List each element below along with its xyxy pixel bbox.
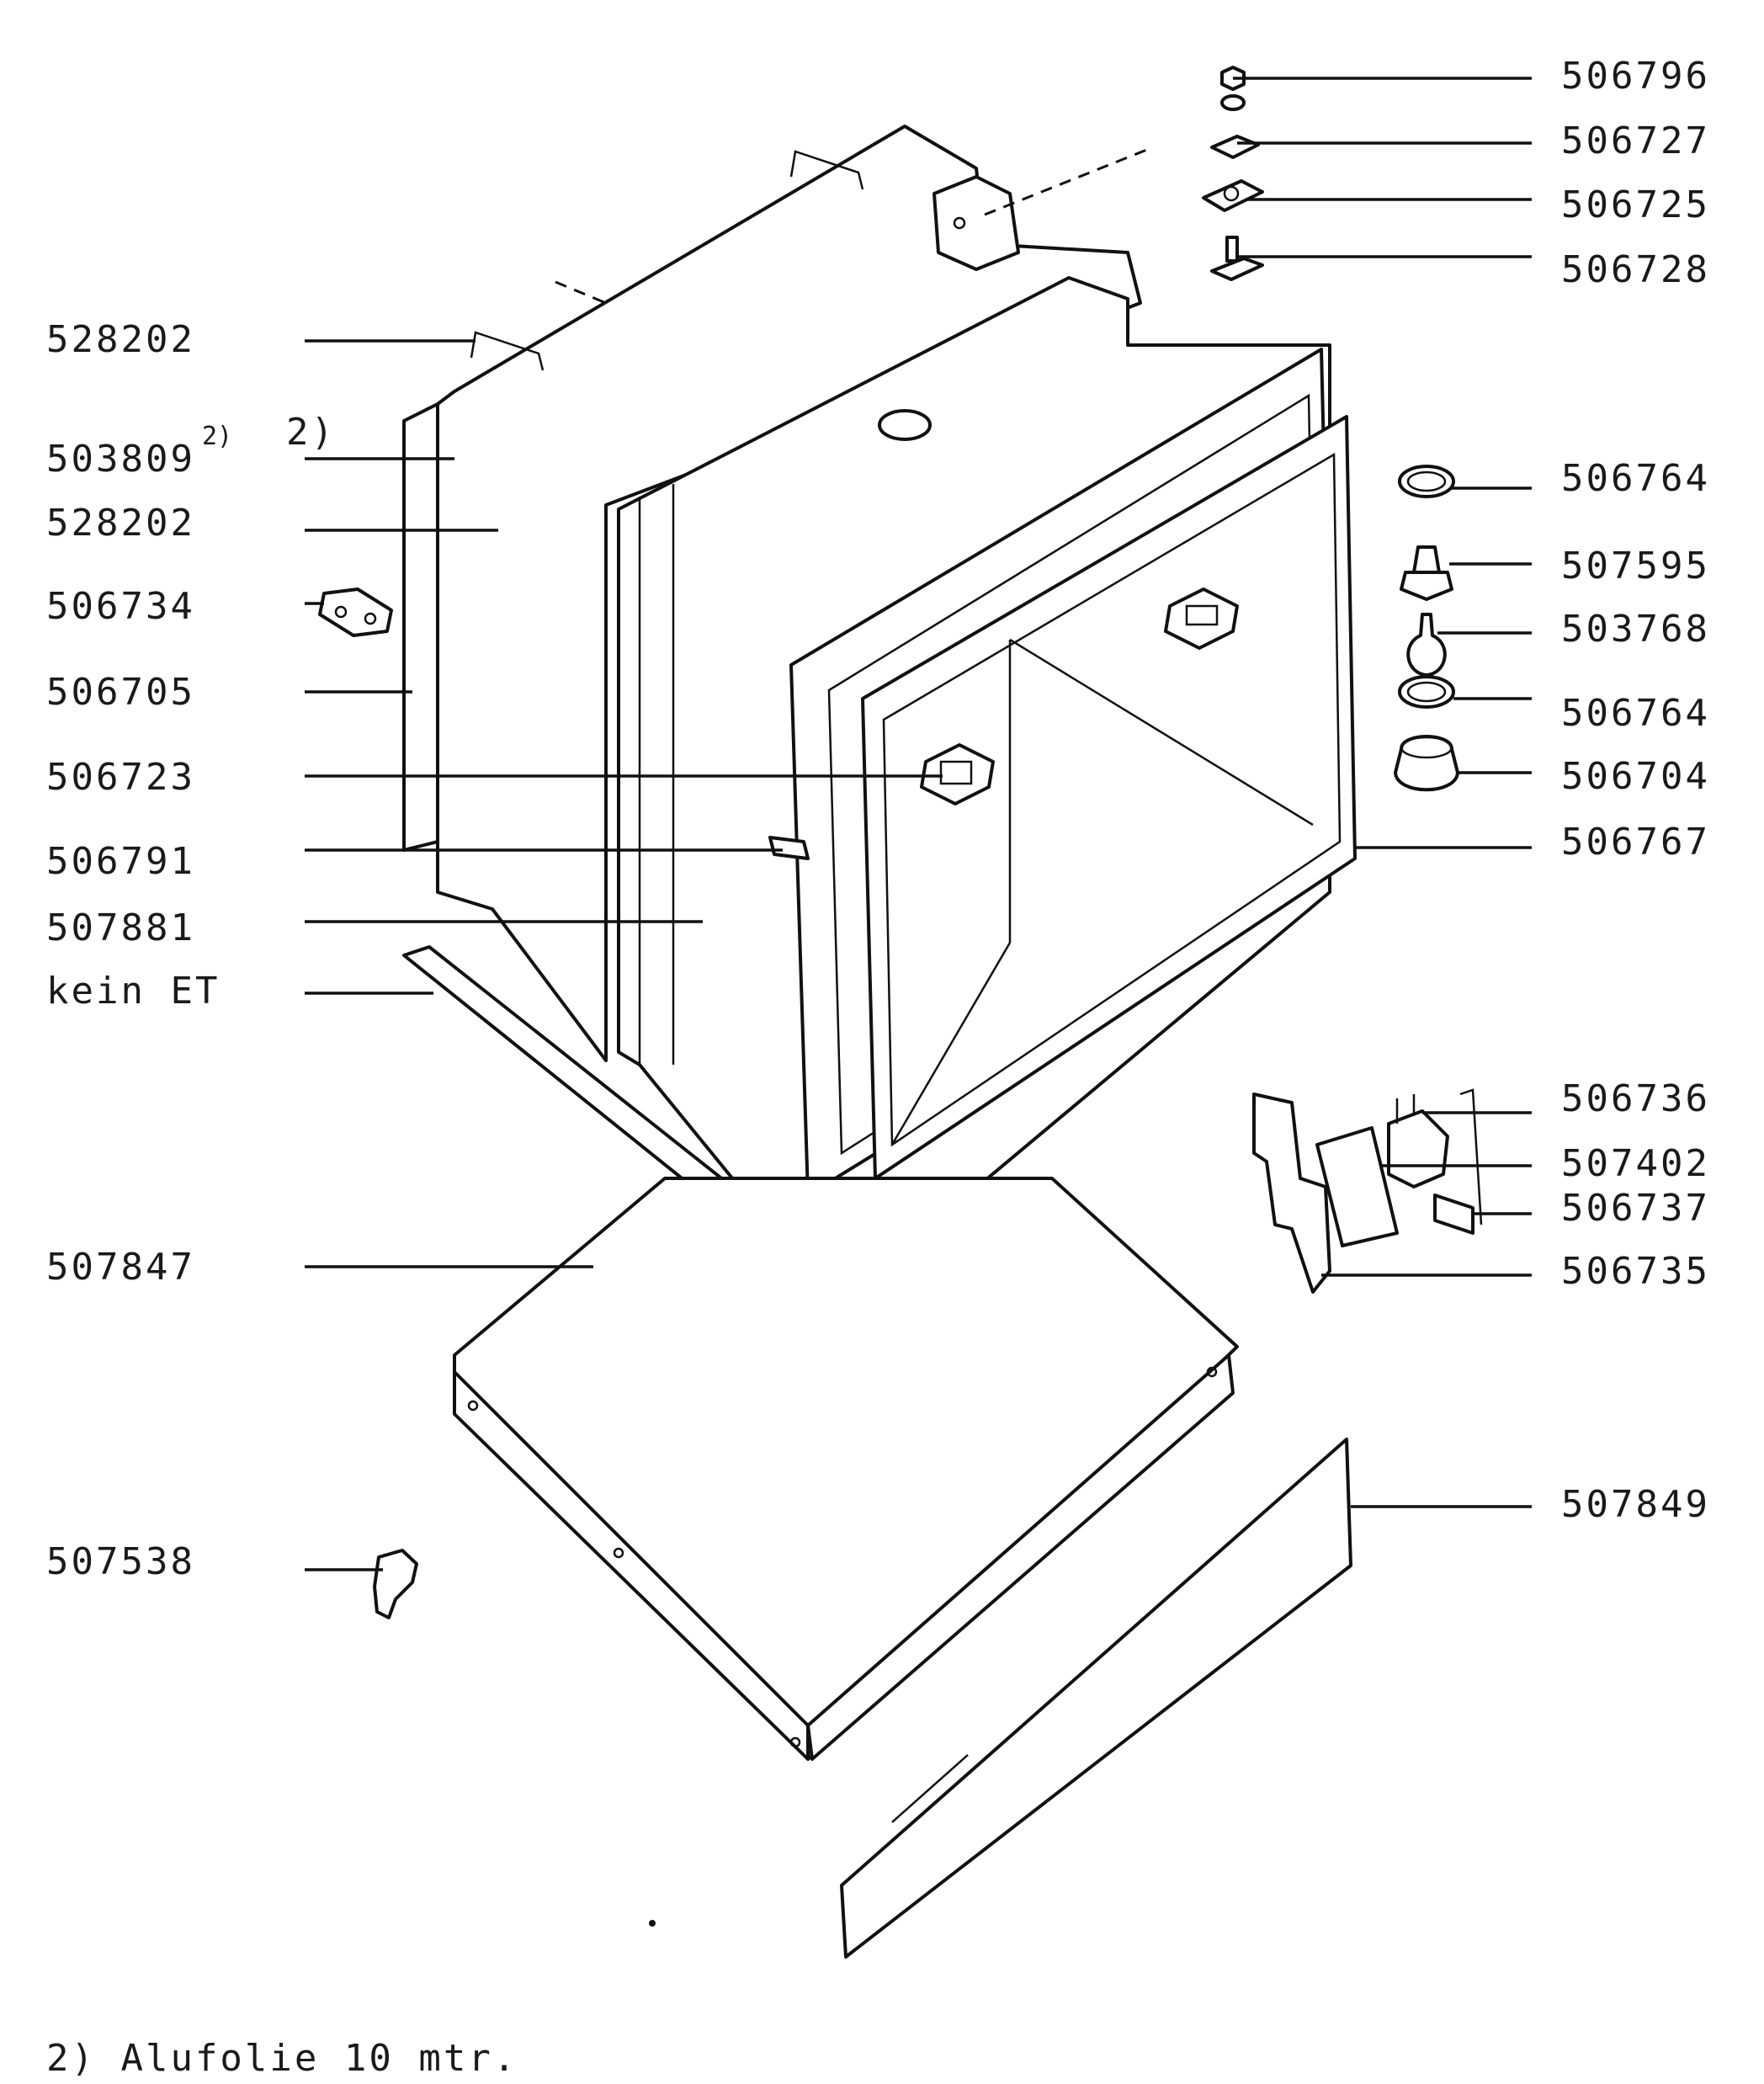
label-507849: 507849 [1561, 1483, 1710, 1526]
top-handle-front [470, 331, 545, 371]
lamp-bulb-503768 [1406, 613, 1447, 677]
label-507538: 507538 [46, 1540, 195, 1583]
seal-ring-506764-a-inner [1406, 470, 1447, 492]
bottom-tray-side-edge [806, 1353, 1235, 1761]
fixing-clip-cavity [920, 743, 995, 805]
washer-506796 [1220, 94, 1246, 111]
label-506735: 506735 [1561, 1250, 1710, 1293]
label-506764-a: 506764 [1561, 457, 1710, 500]
label-528202-a: 528202 [46, 318, 195, 361]
door-pin [768, 836, 810, 860]
label-506704: 506704 [1561, 755, 1710, 798]
control-plate [1315, 1126, 1399, 1247]
vent-opening [878, 409, 932, 441]
fixing-clip-window [939, 760, 973, 785]
side-bracket-hole-2 [364, 612, 377, 625]
lamp-holder-cavity-window [1185, 604, 1219, 626]
clip-507538 [373, 1549, 418, 1619]
label-506736: 506736 [1561, 1077, 1710, 1120]
seal-ring-506764-b-inner [1406, 681, 1447, 703]
label-506734: 506734 [46, 585, 195, 628]
vertical-rail-right [1459, 1088, 1483, 1225]
right-part-labels: 506796 506727 506725 506728 506764 50759… [1561, 55, 1710, 1526]
seal-ring-506764-b [1398, 675, 1455, 709]
label-507402: 507402 [1561, 1142, 1710, 1185]
door-gasket-inner [882, 452, 1342, 1147]
label-506727: 506727 [1561, 120, 1710, 162]
switch-terminals [1395, 1094, 1416, 1124]
seal-ring-506764-a [1398, 465, 1455, 498]
label-506725: 506725 [1561, 183, 1710, 226]
label-506705: 506705 [46, 671, 195, 714]
label-507595: 507595 [1561, 545, 1710, 587]
tray-screw-1 [467, 1400, 479, 1411]
label-506737: 506737 [1561, 1187, 1710, 1230]
cavity-interior-edges [890, 638, 1314, 1146]
side-bracket [318, 587, 393, 637]
front-panel-highlight [891, 1754, 969, 1823]
oven-cavity-drawing [318, 66, 1483, 1959]
leader-dash-top-left [555, 280, 607, 305]
hinge-hole [953, 216, 966, 230]
side-seal-strip [617, 484, 675, 1065]
label-506767: 506767 [1561, 821, 1710, 864]
top-handle-rear [789, 150, 864, 190]
left-part-labels: 528202 503809 2) 2) 528202 506734 506705… [46, 318, 336, 1583]
screw-506728 [1225, 236, 1239, 263]
leader-lines [305, 77, 1532, 1571]
hinge-bracket-top [932, 175, 1020, 271]
lamp-cover-506704-top [1400, 736, 1453, 759]
control-bracket [1252, 1093, 1331, 1294]
lamp-holder-cavity [1164, 587, 1239, 650]
plate-506725 [1202, 179, 1264, 212]
label-503809: 503809 [46, 438, 195, 481]
bottom-tray-front-edge [453, 1370, 810, 1761]
label-507847: 507847 [46, 1246, 195, 1289]
lamp-socket-507595-top [1412, 545, 1441, 574]
label-503809-sup: 2) [202, 422, 232, 451]
label-503809-extra: 2) [286, 411, 336, 454]
tray-screw-3 [789, 1736, 801, 1748]
label-506796: 506796 [1561, 55, 1710, 98]
label-506728: 506728 [1561, 248, 1710, 291]
tray-screw-2 [613, 1547, 624, 1559]
label-506723: 506723 [46, 756, 195, 799]
plate-506727 [1210, 135, 1260, 159]
label-506764-b: 506764 [1561, 692, 1710, 735]
side-panel [402, 402, 439, 852]
leader-dash-top [984, 146, 1154, 216]
label-528202-b: 528202 [46, 502, 195, 545]
front-panel-strip [840, 1438, 1352, 1959]
switch-body [1387, 1109, 1449, 1188]
label-kein-et: kein ET [46, 970, 220, 1013]
label-506791: 506791 [46, 840, 195, 883]
side-bracket-hole [334, 605, 348, 619]
label-507881: 507881 [46, 906, 195, 949]
tray-screw-4 [1206, 1366, 1218, 1378]
stray-dot [649, 1920, 656, 1927]
plate-506725-hole [1223, 185, 1240, 202]
lamp-socket-507595 [1400, 571, 1453, 601]
clip-bracket-small [1433, 1194, 1474, 1235]
lamp-cover-506704 [1394, 735, 1459, 792]
footnote: 2) Alufolie 10 mtr. [46, 2037, 518, 2080]
label-503768: 503768 [1561, 608, 1710, 651]
base-506728 [1210, 257, 1264, 281]
